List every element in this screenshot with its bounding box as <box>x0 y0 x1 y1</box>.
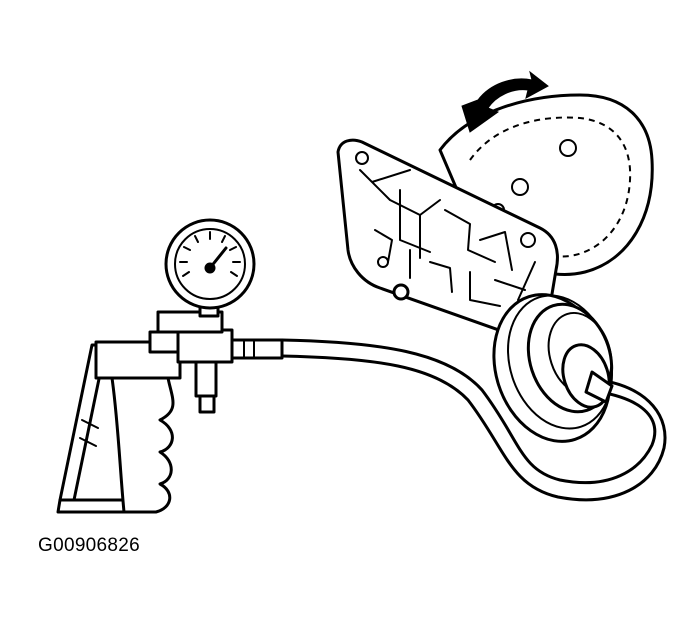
hand-vacuum-pump-icon <box>56 310 284 514</box>
vacuum-actuator <box>492 293 614 443</box>
vacuum-hose <box>280 338 667 502</box>
pressure-gauge-icon <box>164 218 256 318</box>
rotation-arrow-icon <box>461 70 549 133</box>
figure-id-label: G00906826 <box>38 535 141 556</box>
throttle-body-assembly <box>336 70 654 338</box>
